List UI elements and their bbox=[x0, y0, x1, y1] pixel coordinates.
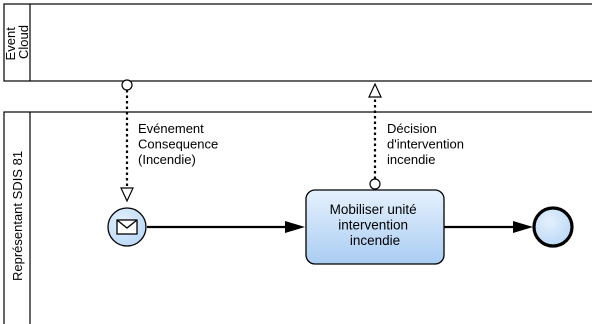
pool-sdis-frame bbox=[3, 111, 592, 324]
task-box bbox=[305, 189, 445, 265]
envelope-icon bbox=[116, 219, 138, 235]
end-event-circle bbox=[532, 206, 574, 248]
message-flow-outgoing-source-circle bbox=[369, 178, 381, 190]
sequence-flow-arrowhead-2 bbox=[513, 221, 533, 233]
sequence-flow-start-to-task[interactable] bbox=[147, 221, 305, 233]
task-label: Mobiliser unité intervention incendie bbox=[330, 202, 421, 248]
pool-event-cloud-label: Event Cloud bbox=[3, 24, 31, 61]
end-event[interactable] bbox=[532, 206, 574, 248]
message-flow-outgoing-label: Décision d'intervention incendie bbox=[387, 121, 468, 167]
message-flow-outgoing[interactable]: Décision d'intervention incendie bbox=[368, 82, 468, 190]
message-flow-incoming-label: Evénement Consequence (Incendie) bbox=[138, 121, 222, 167]
message-flow-outgoing-arrowhead bbox=[368, 82, 382, 98]
message-flow-incoming-arrowhead bbox=[120, 187, 134, 203]
pool-sdis-label: Représentant SDIS 81 bbox=[10, 151, 25, 281]
sequence-flow-task-to-end[interactable] bbox=[444, 221, 533, 233]
sequence-flow-arrowhead-1 bbox=[285, 221, 305, 233]
message-flow-incoming[interactable]: Evénement Consequence (Incendie) bbox=[120, 79, 222, 203]
task-mobiliser-unite[interactable]: Mobiliser unité intervention incendie bbox=[305, 189, 445, 265]
message-flow-source-circle bbox=[121, 79, 133, 91]
start-message-event[interactable] bbox=[107, 207, 147, 247]
pool-event-cloud-frame bbox=[3, 3, 592, 82]
pool-representant-sdis-81[interactable]: Représentant SDIS 81 bbox=[3, 111, 592, 324]
pool-event-cloud[interactable]: Event Cloud bbox=[3, 3, 592, 82]
